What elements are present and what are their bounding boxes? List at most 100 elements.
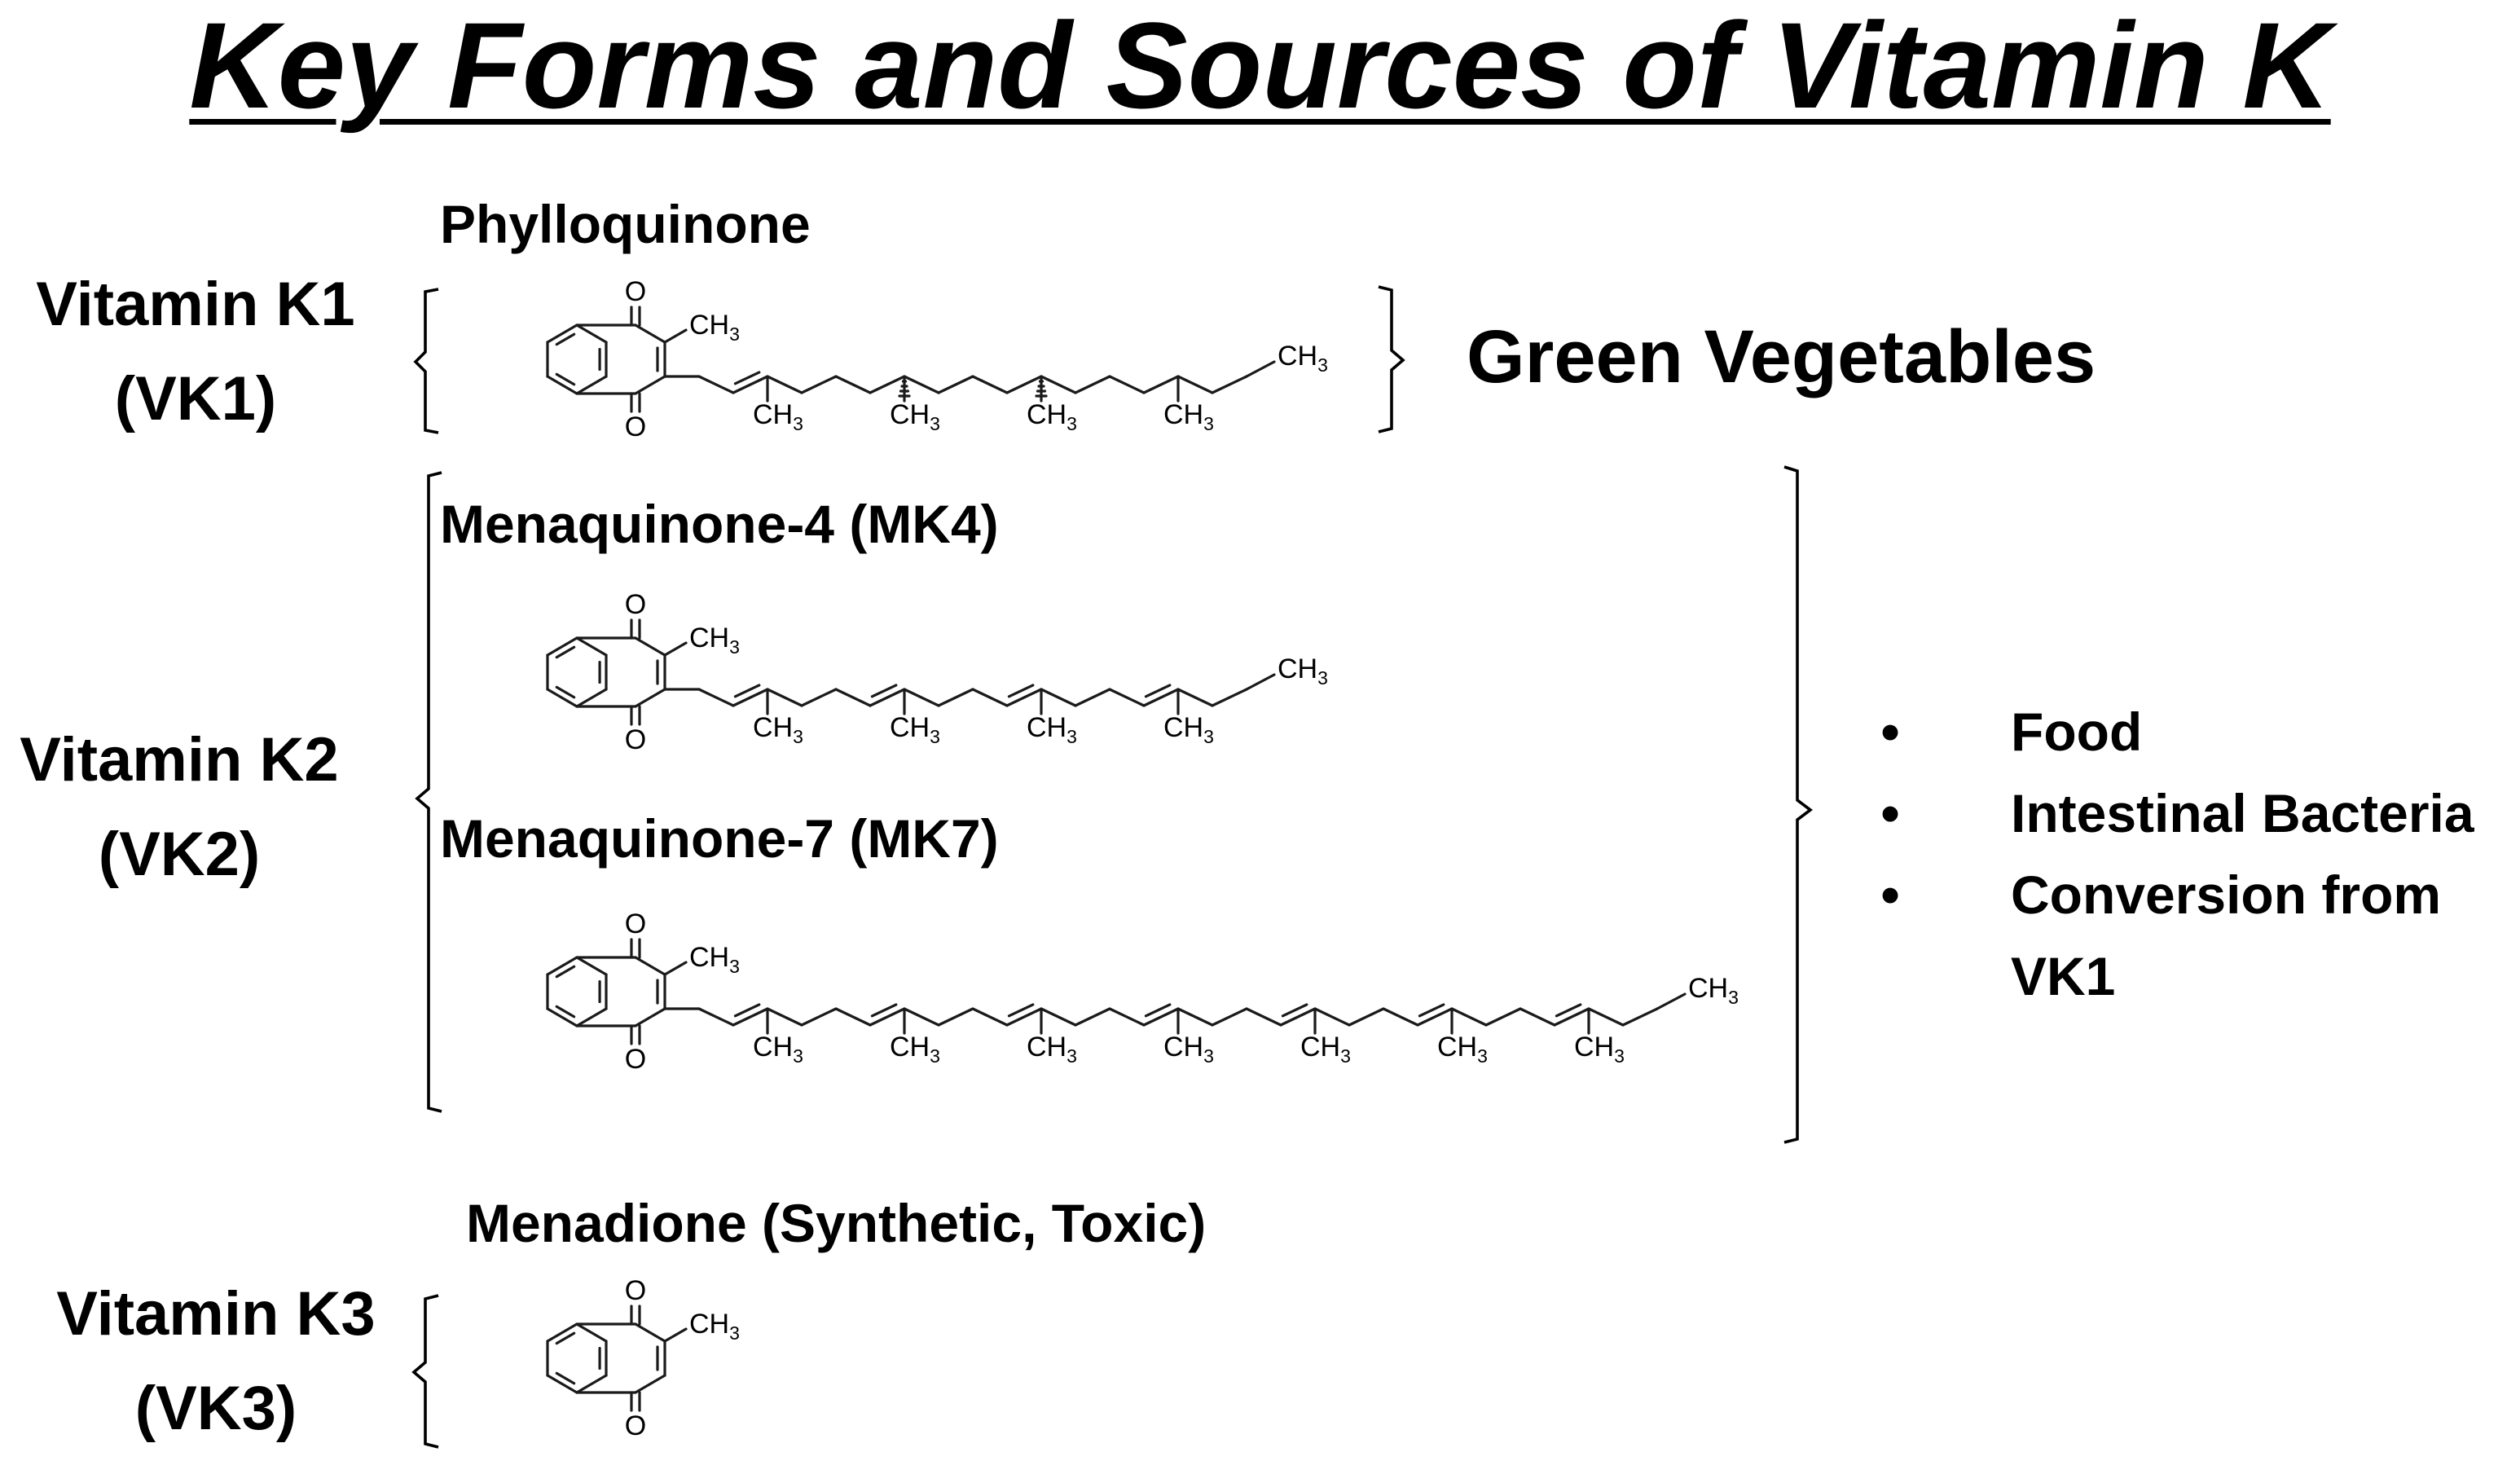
k1-right-bracket [1378,285,1405,433]
chain-bond [1211,375,1248,394]
chain-bond [1621,1007,1659,1027]
chain-double-bond [733,371,761,385]
chain-double-bond [869,688,906,707]
chain-double-bond [732,1007,769,1027]
methyl-group-label: CH3 [689,942,740,977]
methyl-group-label: CH3 [689,623,740,658]
chain-double-bond [1007,684,1035,698]
ring-bond [555,685,576,699]
chain-bond [937,688,974,707]
methyl-group-label: CH3 [1027,399,1077,434]
chain-bond [1176,375,1214,394]
ring-bond [575,375,608,395]
methyl-group-label: CH3 [753,399,803,434]
chain-bond [800,688,838,707]
ring-bond [555,965,576,979]
ring-bond [546,636,578,657]
oxygen-atom-label: O [625,1275,646,1306]
chain-bond [937,375,974,394]
methyl-group-label: CH3 [1300,1032,1351,1067]
chain-bond [1142,375,1180,394]
ring-bond [575,688,608,708]
chain-double-bond [733,684,761,698]
ring-bond [575,1374,608,1394]
chain-bond [834,688,872,707]
chain-double-bond [732,375,769,394]
chain-double-bond [1144,684,1172,698]
chain-bond [1108,375,1146,394]
chain-bond [937,1007,974,1027]
oxygen-atom-label: O [625,1044,646,1075]
chain-bond [1313,1007,1351,1027]
chain-double-bond [1553,1007,1590,1027]
methyl-group-label: CH3 [1163,712,1214,747]
vitamin-k3-abbrev: (VK3) [134,1374,297,1443]
methyl-group-label: CH3 [689,1309,740,1344]
methyl-group-label: CH3 [1437,1032,1488,1067]
chain-bond [1382,1007,1419,1027]
k2-source-food: Food [2011,702,2143,762]
ring-bond [546,688,578,708]
chain-double-bond [1005,688,1043,707]
methyl-group-label: CH3 [1163,1032,1214,1067]
vitamin-k1-name: Vitamin K1 [36,270,355,339]
methyl-bond [663,328,688,344]
chain-double-bond [1142,1007,1180,1027]
vitamin-k2-label: Vitamin K2 (VK2) [0,713,358,902]
chain-double-bond [1005,1007,1043,1027]
k2-right-bracket [1783,465,1813,1144]
ring-bond [555,1005,576,1019]
chain-bond [1040,1007,1077,1027]
ring-bond [555,645,576,659]
chain-bond [766,688,803,707]
methyl-group-label: CH3 [1027,712,1077,747]
menadione-name: Menadione (Synthetic, Toxic) [466,1193,1207,1253]
chain-double-bond [732,688,769,707]
mk7-name: Menaquinone-7 (MK7) [440,808,999,869]
chain-double-bond [1279,1007,1317,1027]
methyl-bond [1245,673,1276,691]
k1-source-green-vegetables: Green Vegetables [1467,315,2096,398]
chain-bond [1074,1007,1111,1027]
ring-bond [546,323,578,344]
chain-bond [903,688,940,707]
vitamin-k2-name: Vitamin K2 [20,725,339,794]
ring-bond [546,956,578,976]
chain-bond [903,1007,940,1027]
oxygen-atom-label: O [625,589,646,620]
chain-bond [1450,1007,1488,1027]
k2-left-bracket [415,471,442,1113]
vitamin-k2-abbrev: (VK2) [98,820,261,889]
ring-bond [555,1331,576,1345]
methyl-group-label: CH3 [1688,973,1739,1008]
ring-bond [634,688,666,708]
chain-bond [1211,1007,1248,1027]
k3-left-bracket [411,1294,439,1449]
methyl-group-label: CH3 [1163,399,1214,434]
chain-bond [1005,375,1043,394]
methyl-group-label: CH3 [1278,653,1328,689]
methyl-group-label: CH3 [753,1032,803,1067]
oxygen-atom-label: O [625,276,646,307]
phylloquinone-name: Phylloquinone [440,194,811,254]
ring-bond [555,1371,576,1385]
chain-bond [1587,1007,1625,1027]
methyl-group-label: CH3 [890,712,940,747]
chain-double-bond [870,1003,898,1018]
chain-double-bond [1418,1003,1445,1018]
ring-bond [634,636,666,657]
ring-bond [634,375,666,395]
chain-bond [1484,1007,1522,1027]
bullet-icon: • [1880,783,1900,843]
chain-bond [1519,1007,1556,1027]
ring-bond [546,1374,578,1394]
chain-bond [1040,688,1077,707]
chain-bond [766,375,803,394]
chain-bond [1074,375,1111,394]
chain-bond [1108,1007,1146,1027]
